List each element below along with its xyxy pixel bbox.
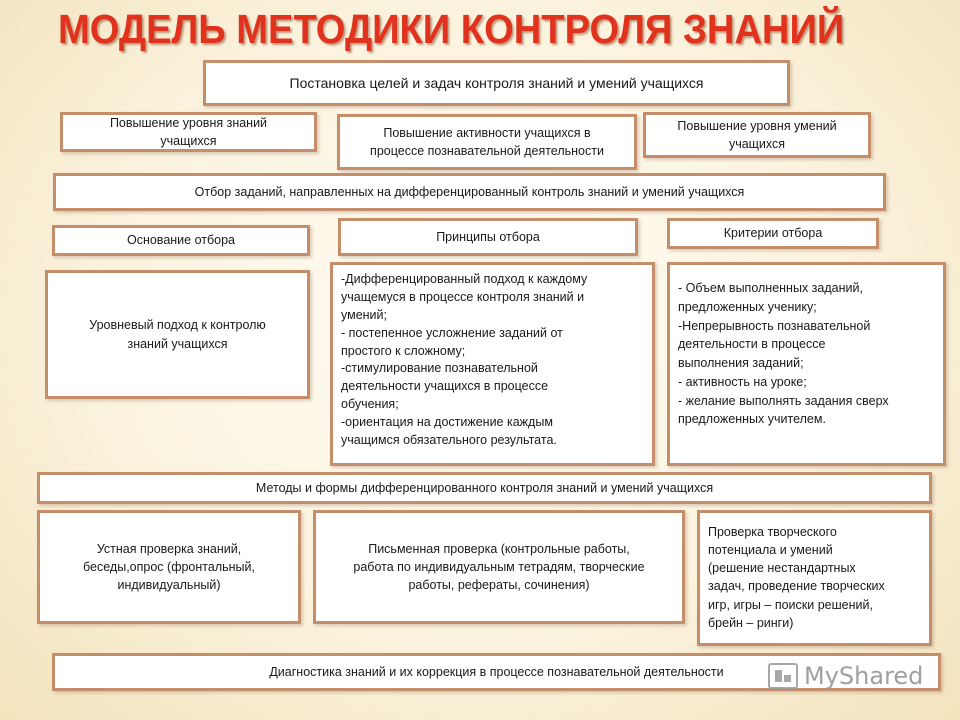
goal-activity-text: Повышение активности учащихся в процессе… bbox=[370, 125, 604, 158]
presentation-icon bbox=[768, 663, 798, 689]
selection-box: Отбор заданий, направленных на дифференц… bbox=[53, 173, 886, 211]
criteria-body-box: - Объем выполненных заданий, предложенны… bbox=[667, 262, 946, 466]
diagnostics-text: Диагностика знаний и их коррекция в проц… bbox=[269, 664, 724, 679]
goal-knowledge-box: Повышение уровня знаний учащихся bbox=[60, 112, 317, 152]
written-check-box: Письменная проверка (контрольные работы,… bbox=[313, 510, 685, 624]
diagnostics-box: Диагностика знаний и их коррекция в проц… bbox=[52, 653, 941, 691]
basis-header-box: Основание отбора bbox=[52, 225, 310, 256]
principles-body-box: -Дифференцированный подход к каждому уча… bbox=[330, 262, 655, 466]
criteria-header-text: Критерии отбора bbox=[723, 226, 823, 241]
page-title: МОДЕЛЬ МЕТОДИКИ КОНТРОЛЯ ЗНАНИЙ bbox=[58, 6, 845, 52]
goal-activity-box: Повышение активности учащихся в процессе… bbox=[337, 114, 637, 170]
selection-text: Отбор заданий, направленных на дифференц… bbox=[194, 184, 745, 199]
watermark-logo: MyShared bbox=[768, 656, 923, 696]
basis-body-box: Уровневый подход к контролю знаний учащи… bbox=[45, 270, 310, 399]
methods-text: Методы и формы дифференцированного контр… bbox=[255, 480, 714, 495]
basis-header-text: Основание отбора bbox=[126, 233, 235, 248]
oral-check-box: Устная проверка знаний, беседы,опрос (фр… bbox=[37, 510, 301, 624]
goal-knowledge-text: Повышение уровня знаний учащихся bbox=[109, 115, 268, 148]
oral-check-text: Устная проверка знаний, беседы,опрос (фр… bbox=[83, 541, 255, 593]
goal-skills-box: Повышение уровня умений учащихся bbox=[643, 112, 871, 158]
goal-box: Постановка целей и задач контроля знаний… bbox=[203, 60, 790, 106]
creative-check-text: Проверка творческого потенциала и умений… bbox=[708, 525, 885, 630]
principles-header-box: Принципы отбора bbox=[338, 218, 638, 256]
criteria-header-box: Критерии отбора bbox=[667, 218, 879, 249]
principles-header-text: Принципы отбора bbox=[436, 229, 540, 244]
written-check-text: Письменная проверка (контрольные работы,… bbox=[353, 541, 645, 593]
goal-skills-text: Повышение уровня умений учащихся bbox=[677, 118, 837, 151]
creative-check-box: Проверка творческого потенциала и умений… bbox=[697, 510, 932, 646]
basis-body-text: Уровневый подход к контролю знаний учащи… bbox=[89, 318, 266, 351]
criteria-body-text: - Объем выполненных заданий, предложенны… bbox=[678, 281, 889, 427]
principles-body-text: -Дифференцированный подход к каждому уча… bbox=[341, 272, 588, 447]
goal-text: Постановка целей и задач контроля знаний… bbox=[289, 74, 704, 91]
watermark-text: MyShared bbox=[804, 662, 924, 690]
methods-box: Методы и формы дифференцированного контр… bbox=[37, 472, 932, 504]
